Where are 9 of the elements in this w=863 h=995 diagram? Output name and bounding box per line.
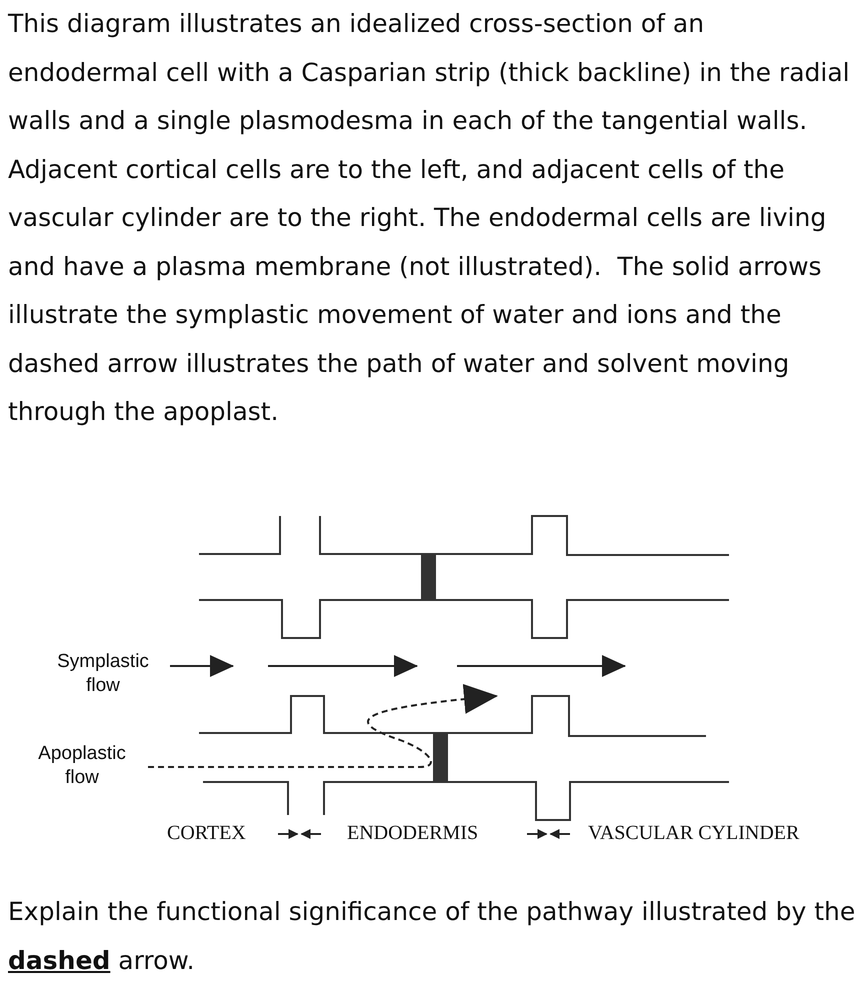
flow-label: Symplastic flow xyxy=(40,650,166,698)
question-text: Explain the functional significance of the pathway illustrated by the dashed arrow. xyxy=(8,896,856,976)
description-paragraph: This diagram illustrates an idealized cross-section of an endodermal cell with a Casparian strip (thick backline) in the radial walls and a single plasmodesma in each of the tangential walls. Adjacent cortical cells are to the left, and adjacent cells of the vascular cylinder are to the right. The endodermal cells are living and have a plasma membrane (not illustrated). The solid arrows illustrate the symplastic movement of water and ions and the dashed arrow illustrates the path of water and solvent moving through the apoplast. xyxy=(8,8,851,428)
region-label: ENDODERMIS xyxy=(347,822,478,845)
region-label: VASCULAR CYLINDER xyxy=(588,822,800,845)
flow-label: Apoplastic flow xyxy=(20,742,144,790)
region-label: CORTEX xyxy=(167,822,246,845)
dashed-arrow xyxy=(148,684,498,768)
arrow xyxy=(170,655,234,677)
